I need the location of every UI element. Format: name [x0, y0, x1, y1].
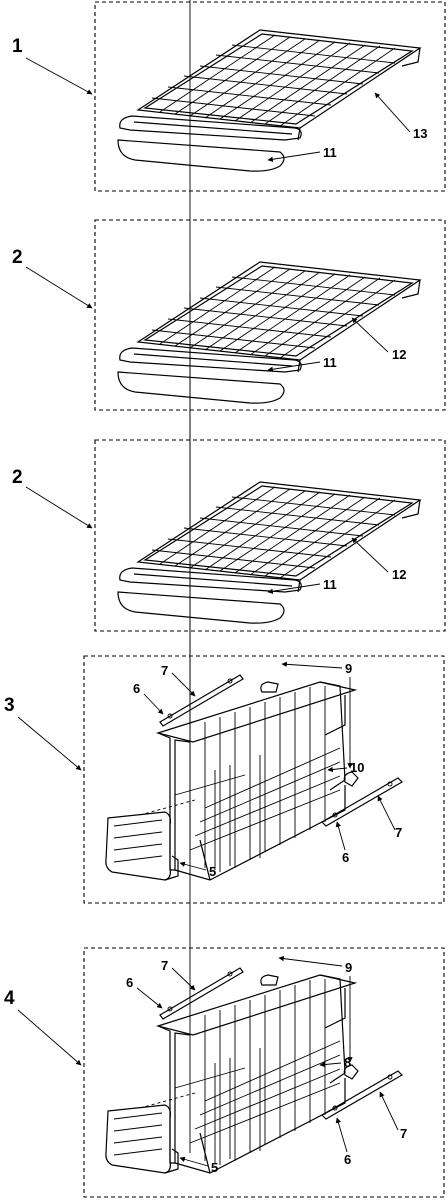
group-3-number: 3: [4, 695, 15, 716]
callout-11: 11: [323, 355, 337, 370]
wire-shelf-13: [117, 29, 421, 172]
group-1: 1 13 11: [12, 1, 446, 192]
group-4-number: 4: [4, 988, 15, 1009]
group-4: 4 9 7 6 8 7 6 5: [4, 292, 445, 1198]
callout-7: 7: [161, 663, 168, 678]
callout-7: 7: [161, 958, 168, 973]
group-3: 3 9 7 6 10 7 6 5: [4, 0, 445, 904]
callout-5: 5: [209, 864, 216, 879]
callout-12: 12: [392, 347, 406, 362]
callout-7: 7: [395, 825, 402, 840]
wire-shelf-12: [117, 481, 421, 624]
wire-basket-8: [105, 292, 403, 1174]
group-2a: 2 12 11: [12, 219, 446, 411]
callout-8: 8: [344, 1055, 351, 1070]
group-1-number: 1: [12, 36, 23, 57]
callout-6: 6: [342, 850, 349, 865]
callout-6: 6: [133, 681, 140, 696]
group-2b-frame: [94, 439, 446, 632]
callout-12: 12: [392, 567, 406, 582]
group-1-frame: [94, 1, 446, 192]
callout-5: 5: [211, 1160, 218, 1175]
callout-11: 11: [323, 145, 337, 160]
callout-9: 9: [345, 661, 352, 676]
group-4-frame: [83, 947, 445, 1198]
group-3-frame: [83, 655, 445, 904]
callout-6: 6: [344, 1152, 351, 1167]
callout-11: 11: [323, 577, 337, 592]
group-2b-number: 2: [12, 467, 23, 488]
callout-13: 13: [413, 126, 427, 141]
wire-shelf-12: [117, 261, 421, 404]
callout-6: 6: [126, 975, 133, 990]
group-2a-number: 2: [12, 247, 23, 268]
group-2a-frame: [94, 219, 446, 411]
callout-9: 9: [345, 960, 352, 975]
callout-7: 7: [400, 1126, 407, 1141]
group-2b: 2 12 11: [12, 439, 446, 632]
callout-10: 10: [350, 760, 364, 775]
